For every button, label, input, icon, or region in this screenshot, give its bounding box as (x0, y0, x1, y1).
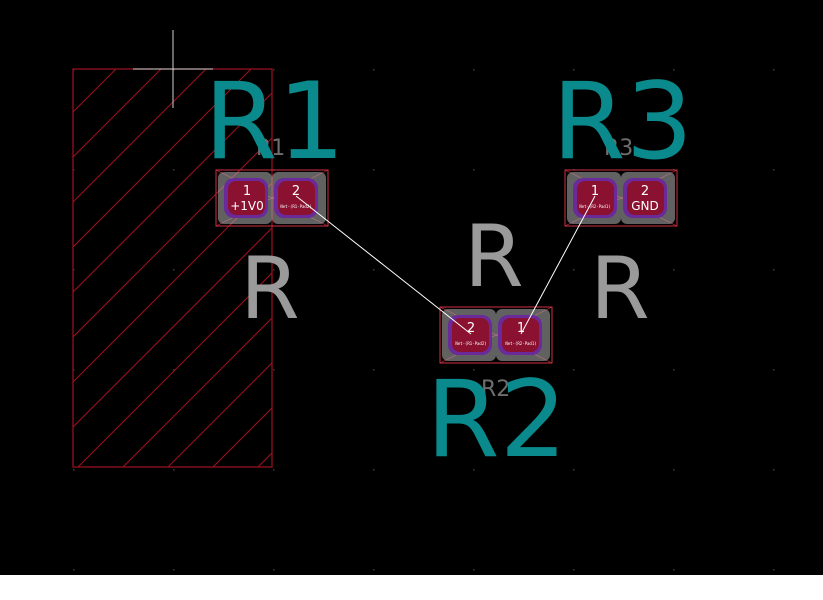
grid-dot (773, 369, 775, 371)
footprint-r3[interactable]: R R3 1 Net-(R2-Pad1) 2 GND R3 (552, 60, 693, 339)
grid-dot (273, 269, 275, 271)
ratsnest (295, 195, 596, 335)
pad-number: 1 (517, 321, 525, 336)
grid-dot (73, 269, 75, 271)
hatch-line (73, 227, 272, 428)
pcb-canvas[interactable]: R R1 1 +1V0 2 Net-(R1-Pad2) R1 (0, 0, 823, 575)
grid-dot (373, 569, 375, 571)
grid-dot (573, 469, 575, 471)
grid-dot (373, 469, 375, 471)
pad-net-label: +1V0 (230, 199, 264, 213)
grid-dot (473, 569, 475, 571)
grid-dot (773, 69, 775, 71)
pcb-drawing[interactable]: R R1 1 +1V0 2 Net-(R1-Pad2) R1 (0, 0, 823, 575)
hatch-line (0, 69, 71, 467)
grid-dot (73, 469, 75, 471)
grid-dot (673, 269, 675, 271)
pad-net-label: Net-(R1-Pad2) (455, 341, 486, 346)
courtyard-r3 (564, 169, 678, 227)
value-text-r3: R (590, 239, 650, 339)
grid-dot (673, 569, 675, 571)
grid-dot (773, 169, 775, 171)
grid-dot (73, 69, 75, 71)
grid-dot (173, 269, 175, 271)
ref-text-r2[interactable]: R2 (426, 358, 567, 481)
grid-dot (173, 469, 175, 471)
cursor-crosshair (133, 30, 213, 108)
pad-number: 2 (467, 321, 475, 336)
grid-dot (173, 69, 175, 71)
grid-dot (573, 269, 575, 271)
hatch-line (73, 69, 207, 203)
pad-net-label: Net-(R2-Pad1) (579, 204, 610, 209)
pad-number: 1 (243, 184, 251, 199)
grid-dot (473, 169, 475, 171)
grid-dot (173, 369, 175, 371)
grid-dot (373, 69, 375, 71)
footprint-r2[interactable]: R 2 Net-(R1-Pad2) 1 Net-(R2-Pad1) R2 R2 (426, 207, 567, 481)
grid-dot (573, 69, 575, 71)
grid-dot (573, 569, 575, 571)
ref-text-r1[interactable]: R1 (204, 60, 345, 183)
grid-dot (73, 569, 75, 571)
hatch-line (73, 69, 252, 248)
hatch-line (122, 317, 272, 467)
grid-dot (73, 169, 75, 171)
grid-dot (473, 369, 475, 371)
grid-dot (173, 169, 175, 171)
grid-dot (173, 569, 175, 571)
ratsnest-line (520, 195, 596, 335)
pad-number: 1 (591, 184, 599, 199)
ratsnest-line (295, 195, 472, 335)
ref-small-r3: R3 (604, 136, 633, 161)
hatch-line (73, 69, 117, 113)
keepout-zone[interactable] (0, 68, 823, 468)
pad-r1-2[interactable]: 2 Net-(R1-Pad2) (272, 172, 326, 224)
grid-dot (273, 569, 275, 571)
hatch-line (77, 272, 272, 467)
footprint-r1[interactable]: R R1 1 +1V0 2 Net-(R1-Pad2) R1 (204, 60, 345, 339)
keepout-hatch (0, 69, 272, 467)
courtyard-r1 (215, 169, 329, 227)
hatch-line (73, 92, 272, 293)
pad-r2-1[interactable]: 1 Net-(R2-Pad1) (496, 309, 550, 361)
hatch-line (73, 69, 162, 158)
grid-dot (473, 69, 475, 71)
grid-dot (73, 369, 75, 371)
grid-dot (673, 369, 675, 371)
hatch-line (167, 362, 272, 467)
courtyard-r2 (439, 306, 553, 364)
pad-number: 2 (641, 184, 649, 199)
pad-r3-2[interactable]: 2 GND (621, 172, 675, 224)
pad-net-label: GND (631, 199, 659, 213)
grid-dot (273, 469, 275, 471)
grid-dot (773, 269, 775, 271)
pad-net-label: Net-(R2-Pad1) (505, 341, 536, 346)
grid-dot (373, 169, 375, 171)
pad-number: 2 (292, 184, 300, 199)
hatch-line (73, 137, 272, 338)
ref-small-r1: R1 (256, 136, 285, 161)
grid-dot (473, 269, 475, 271)
pad-r1-1[interactable]: 1 +1V0 (218, 172, 272, 224)
value-text-r1: R (240, 239, 300, 339)
pad-net-label: Net-(R1-Pad2) (280, 204, 311, 209)
value-text-r2: R (464, 207, 524, 307)
grid-dot (473, 469, 475, 471)
pad-r2-2[interactable]: 2 Net-(R1-Pad2) (442, 309, 496, 361)
grid-dot (773, 569, 775, 571)
grid-dot (573, 369, 575, 371)
grid-dot (273, 369, 275, 371)
grid-dot (673, 69, 675, 71)
grid-dot (673, 469, 675, 471)
grid-dot (373, 369, 375, 371)
ref-text-r3[interactable]: R3 (552, 60, 693, 183)
grid-dot (273, 69, 275, 71)
grid-dot (773, 469, 775, 471)
grid-dot (373, 269, 375, 271)
ref-small-r2: R2 (481, 377, 510, 402)
hatch-line (73, 182, 272, 383)
